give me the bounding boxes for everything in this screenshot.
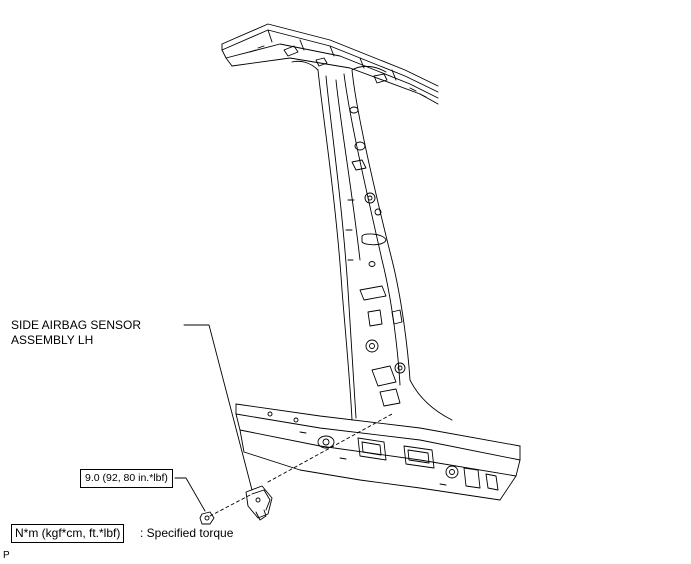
roof-rail xyxy=(221,23,439,105)
alignment-dashed-lines xyxy=(209,413,393,517)
rocker-panel xyxy=(235,403,521,501)
torque-callout-box: 9.0 (92, 80 in.*lbf) xyxy=(80,469,173,488)
leader-lines xyxy=(174,324,253,512)
mounting-bolt xyxy=(199,511,215,525)
torque-legend-description: : Specified torque xyxy=(140,526,234,540)
torque-legend-box: N*m (kgf*cm, ft.*lbf) xyxy=(11,524,125,543)
sensor-callout: SIDE AIRBAG SENSOR ASSEMBLY LH xyxy=(11,318,141,348)
sensor-callout-line2: ASSEMBLY LH xyxy=(11,333,94,347)
side-airbag-sensor xyxy=(245,485,273,521)
center-pillar xyxy=(291,60,453,421)
corner-mark: P xyxy=(3,550,10,561)
sensor-callout-line1: SIDE AIRBAG SENSOR xyxy=(11,318,142,332)
